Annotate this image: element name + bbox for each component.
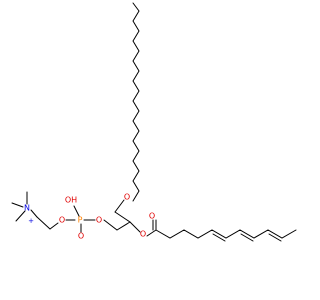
atom-o-choline: O	[59, 216, 65, 225]
bond-ch2-n	[30, 209, 38, 218]
atom-p-oxo: O	[78, 232, 84, 241]
acyl-double-bond-1	[212, 233, 226, 242]
bond-n-methyl-2	[11, 202, 24, 208]
atom-nitrogen-charge: +	[28, 217, 34, 225]
bond-ch2-c2	[114, 211, 131, 223]
bond-p-oh	[73, 205, 80, 217]
bond-oester-carbonyl	[146, 229, 157, 237]
atom-p-hydroxyl: OH	[65, 196, 77, 205]
bond-ch2-ch2	[36, 216, 51, 230]
bond-ether-ch2	[114, 199, 125, 213]
bond-layer	[11, 2, 297, 242]
molecule-structure-diagram: O O O O P OH O O N +	[11, 2, 297, 242]
acyl-chain	[155, 229, 297, 239]
atom-phosphorus: P	[78, 216, 83, 225]
hexadecyl-chain	[132, 2, 140, 202]
atom-o-ether: O	[124, 193, 130, 202]
bond-c2-oester	[129, 221, 141, 233]
atom-o-carbonyl: O	[149, 212, 155, 221]
atom-layer: O O O O P OH O O N +	[24, 193, 155, 241]
bond-n-methyl-3	[15, 210, 26, 222]
atom-o-phosphate-link: O	[96, 216, 102, 225]
molecule-svg: O O O O P OH O O N +	[11, 2, 297, 242]
atom-nitrogen: N	[24, 204, 30, 213]
acyl-double-bond-3	[268, 233, 282, 242]
bond-ch2-ophos	[103, 219, 118, 231]
bond-ochol-ch2	[49, 222, 59, 230]
atom-o-ester: O	[140, 230, 146, 239]
acyl-double-bond-2	[240, 233, 254, 242]
bond-c2-ch2	[116, 221, 131, 231]
